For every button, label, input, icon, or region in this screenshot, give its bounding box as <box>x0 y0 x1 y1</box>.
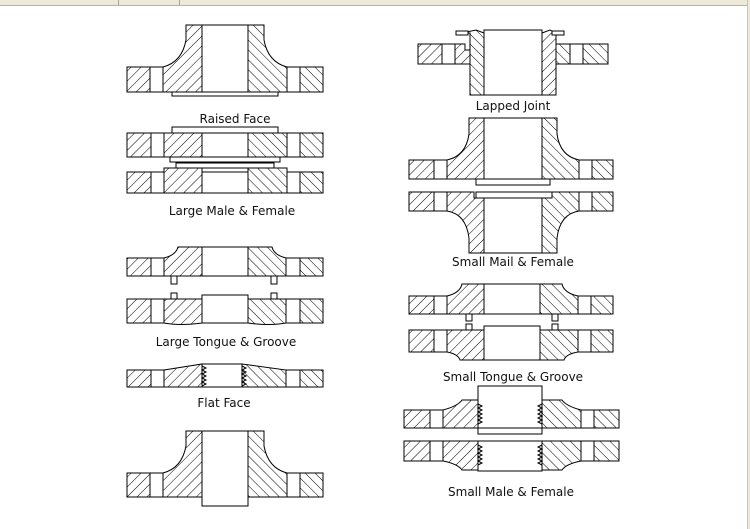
figure-raised-face <box>126 24 324 97</box>
figure-small-male-female-top <box>408 117 614 254</box>
caption-large-tongue-groove: Large Tongue & Groove <box>156 335 297 349</box>
caption-small-mail-female: Small Mail & Female <box>452 255 574 269</box>
browser-toolbar-edge <box>0 0 750 6</box>
caption-small-male-female: Small Male & Female <box>448 485 574 499</box>
figure-lapped-joint <box>417 29 609 96</box>
caption-lapped-joint: Lapped Joint <box>476 99 551 113</box>
figure-large-tongue-groove <box>126 246 324 325</box>
toolbar-segment <box>119 0 180 5</box>
figure-large-male-female <box>126 126 324 194</box>
window-scrollbar-edge[interactable] <box>747 0 750 529</box>
caption-raised-face: Raised Face <box>200 112 271 126</box>
caption-flat-face: Flat Face <box>197 396 250 410</box>
figure-flat-face <box>126 363 324 388</box>
figure-small-tongue-groove <box>408 283 614 361</box>
caption-small-tongue-groove: Small Tongue & Groove <box>443 370 583 384</box>
figure-small-male-female <box>403 385 620 472</box>
caption-large-male-female: Large Male & Female <box>169 204 295 218</box>
figure-weld-neck-partial <box>126 430 324 507</box>
toolbar-segment <box>0 0 119 5</box>
